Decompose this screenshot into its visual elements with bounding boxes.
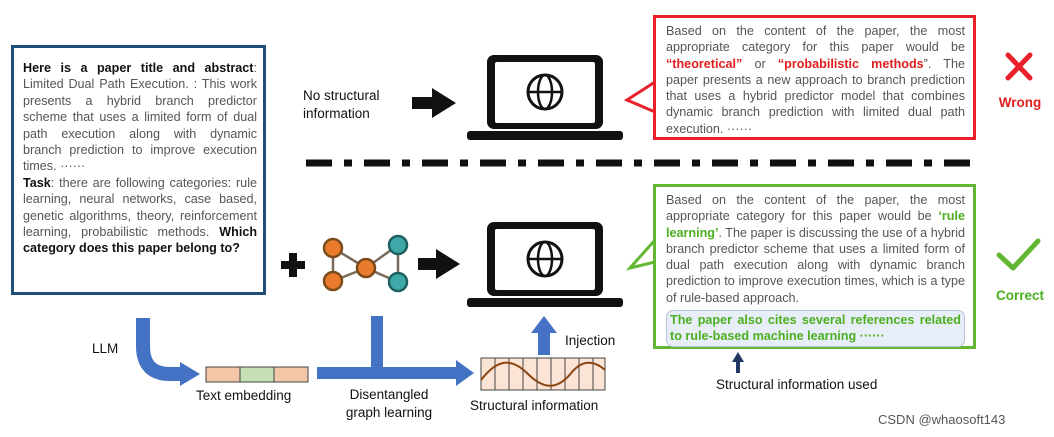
wrong-bubble-tail (623, 79, 657, 115)
laptop-top-icon (467, 55, 623, 140)
task-label: Task (23, 175, 51, 190)
plus-icon (281, 253, 305, 277)
wrong-text-before: Based on the content of the paper, the m… (666, 24, 965, 55)
injection-arrow (531, 316, 557, 355)
no-structural-label: No structural information (303, 88, 380, 121)
llm-arrowhead (180, 362, 200, 386)
graph-icon (322, 234, 409, 293)
correct-bubble-tail (625, 236, 657, 271)
llm-arrow (136, 318, 182, 381)
structural-information-grid (480, 357, 606, 391)
injection-label: Injection (565, 333, 616, 348)
wrong-x-icon (1005, 52, 1033, 81)
watermark: CSDN @whaosoft143 (878, 412, 1006, 427)
prompt-abstract: : Limited Dual Path Execution. : This wo… (23, 61, 257, 174)
correct-check-icon (996, 238, 1041, 271)
llm-label: LLM (92, 341, 119, 356)
structural-used-label: Structural information used (716, 377, 878, 392)
correct-text-after: . The paper is discussing the use of a h… (666, 225, 965, 305)
wrong-verdict-label: Wrong (998, 95, 1042, 110)
wrong-option-2: “probabilistic methods (777, 56, 924, 71)
disentangled-label: Disentangled graph learning (345, 387, 433, 420)
laptop-bottom-icon (467, 222, 623, 307)
question-text: Which category does this paper belong to… (23, 225, 258, 256)
text-embedding-bar (205, 366, 309, 383)
structural-used-arrow (732, 352, 744, 373)
correct-option: ‘rule learning’ (666, 209, 965, 240)
correct-text-before: Based on the content of the paper, the m… (666, 193, 965, 224)
prompt-box: Here is a paper title and abstract: Limi… (11, 45, 266, 295)
arrow-to-top-laptop (412, 88, 456, 118)
correct-answer-bubble: Based on the content of the paper, the m… (653, 184, 976, 349)
arrow-to-bottom-laptop (418, 249, 460, 279)
structural-information-label: Structural information (470, 398, 599, 413)
text-embedding-label: Text embedding (196, 388, 292, 403)
wrong-or: or (742, 56, 778, 71)
correct-verdict-label: Correct (995, 288, 1044, 303)
disentangle-arrow (317, 316, 474, 386)
wrong-text-after: ”. The paper presents a new approach to … (666, 56, 966, 136)
task-text: : there are following categories: rule l… (23, 175, 257, 240)
prompt-heading: Here is a paper title and abstract (23, 61, 254, 75)
wrong-answer-bubble: Based on the content of the paper, the m… (653, 15, 976, 140)
reference-highlight: The paper also cites several references … (666, 310, 965, 347)
wrong-option-1: “theoretical” (666, 56, 743, 71)
